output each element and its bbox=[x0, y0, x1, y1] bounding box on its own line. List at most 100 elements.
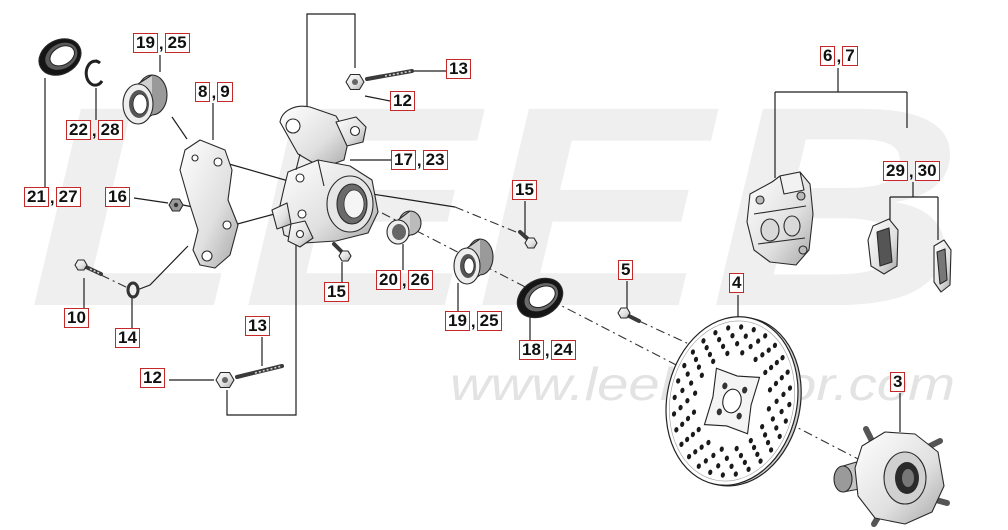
callout-number: 28 bbox=[97, 120, 123, 140]
callout-nut-bottom: 12 bbox=[140, 368, 165, 388]
disc-hole bbox=[679, 441, 684, 448]
disc-hole bbox=[682, 362, 687, 369]
disc-hole bbox=[753, 356, 758, 363]
callout-knuckle: 17,23 bbox=[391, 150, 448, 170]
disc-hole bbox=[735, 341, 740, 347]
callout-number: 6 bbox=[820, 46, 836, 66]
callout-washer: 14 bbox=[115, 328, 140, 348]
callout-disc: 4 bbox=[729, 273, 745, 293]
callout-number: 19 bbox=[445, 311, 470, 331]
callout-number: 25 bbox=[476, 311, 502, 331]
callout-spacer: 20,26 bbox=[376, 270, 433, 290]
disc-hole bbox=[693, 449, 698, 455]
disc-hole bbox=[729, 463, 734, 470]
leader-nut-top bbox=[364, 95, 391, 102]
callout-seal-outer: 21,27 bbox=[24, 187, 81, 207]
disc-hole bbox=[772, 342, 778, 349]
callout-nut-top: 12 bbox=[390, 91, 415, 111]
callout-separator: , bbox=[91, 121, 97, 140]
leader-caliper-group bbox=[774, 68, 908, 178]
callout-number: 13 bbox=[245, 316, 270, 336]
leader-lines bbox=[44, 13, 939, 432]
disc-hole bbox=[716, 463, 721, 469]
disc-hole bbox=[685, 398, 690, 404]
disc-hole bbox=[680, 421, 685, 427]
callout-separator: , bbox=[49, 188, 55, 207]
disc-hole bbox=[703, 458, 708, 464]
disc-hole bbox=[758, 458, 763, 464]
disc-hole bbox=[774, 425, 779, 431]
disc-hole bbox=[724, 455, 729, 461]
castle-nut-bottom bbox=[215, 371, 235, 389]
callout-separator: , bbox=[416, 151, 422, 170]
disc-hole bbox=[719, 446, 724, 452]
disc-hole bbox=[699, 372, 704, 378]
disc-hole bbox=[768, 447, 774, 453]
disc-hole bbox=[680, 387, 685, 394]
brake-pads bbox=[867, 218, 952, 293]
disc-hole bbox=[689, 380, 694, 386]
wheel-bearing-top bbox=[122, 74, 168, 125]
axis-bolt-upper bbox=[454, 206, 522, 235]
callout-pads: 29,30 bbox=[883, 161, 940, 181]
disc-hole bbox=[696, 463, 701, 469]
callout-caliper: 6,7 bbox=[820, 46, 858, 66]
callout-circlip: 22,28 bbox=[66, 120, 123, 140]
disc-hole bbox=[755, 451, 760, 458]
callout-number: 16 bbox=[105, 187, 130, 207]
wheel-bearing-lower bbox=[453, 238, 494, 285]
circlip bbox=[84, 59, 104, 87]
disc-hole bbox=[708, 469, 713, 476]
disc-hole bbox=[760, 424, 765, 430]
callout-number: 13 bbox=[446, 59, 471, 79]
disc-hole bbox=[685, 436, 690, 443]
callout-number: 26 bbox=[407, 270, 433, 290]
disc-hole bbox=[781, 391, 786, 398]
callout-number: 4 bbox=[729, 273, 745, 293]
leader-bottom-group bbox=[226, 236, 297, 416]
disc-hole bbox=[685, 371, 690, 377]
disc-hole bbox=[768, 364, 774, 371]
disc-hole bbox=[691, 409, 697, 415]
callout-separator: , bbox=[470, 312, 476, 331]
disc-hole bbox=[672, 394, 677, 401]
disc-hole bbox=[766, 406, 771, 412]
brake-caliper bbox=[746, 171, 814, 266]
oil-seal-outer bbox=[38, 38, 82, 76]
callout-number: 10 bbox=[64, 308, 89, 328]
disc-hole bbox=[720, 472, 725, 478]
disc-hole bbox=[773, 380, 779, 387]
callout-number: 20 bbox=[376, 270, 401, 290]
disc-hole bbox=[733, 471, 738, 477]
callout-separator: , bbox=[908, 162, 914, 181]
callout-separator: , bbox=[401, 271, 407, 290]
callout-number: 15 bbox=[324, 282, 349, 302]
disc-hole bbox=[766, 347, 771, 353]
disc-hole bbox=[779, 375, 784, 381]
callout-number: 19 bbox=[133, 33, 158, 53]
washer bbox=[126, 281, 140, 299]
callout-number: 24 bbox=[550, 340, 576, 360]
disc-hole bbox=[678, 404, 683, 411]
disc-hole bbox=[777, 433, 782, 440]
callout-bolt-lower: 15 bbox=[324, 282, 349, 302]
callout-seal-inner: 18,24 bbox=[519, 340, 576, 360]
disc-hole bbox=[762, 432, 768, 438]
castle-nut-top bbox=[345, 73, 365, 91]
callout-bearing-top: 19,25 bbox=[133, 33, 190, 53]
callout-number: 5 bbox=[618, 260, 634, 280]
callout-number: 9 bbox=[217, 82, 233, 102]
callout-bolt-top: 13 bbox=[446, 59, 471, 79]
leader-nut-bracket bbox=[133, 197, 169, 204]
callout-bearing-lower: 19,25 bbox=[445, 311, 502, 331]
axis-bolt-washer bbox=[100, 274, 129, 289]
disc-hole bbox=[763, 369, 768, 376]
disc-hole bbox=[711, 358, 716, 365]
callout-number: 30 bbox=[914, 161, 940, 181]
steering-knuckle bbox=[271, 105, 379, 248]
brake-disc bbox=[651, 304, 817, 498]
disc-drill-holes bbox=[671, 324, 793, 478]
callout-number: 12 bbox=[140, 368, 165, 388]
